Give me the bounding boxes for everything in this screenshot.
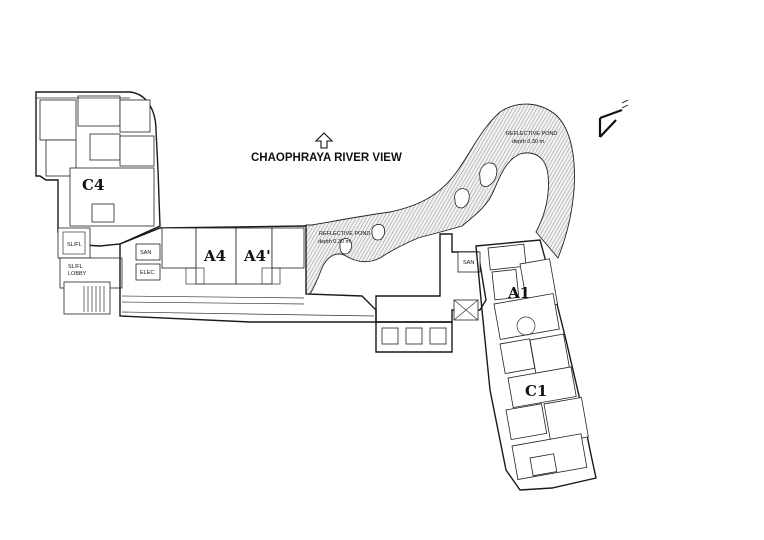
north-arrow-icon <box>598 108 623 138</box>
c1-room-4 <box>505 403 548 441</box>
sl-fl-lift <box>62 231 86 255</box>
view-arrow-icon <box>314 132 334 149</box>
c1-room-3 <box>507 366 577 409</box>
reflective-pond <box>305 103 575 295</box>
north-arrow-mark <box>621 99 629 109</box>
a4p-bath <box>261 267 281 285</box>
room-label-elec: ELEC <box>140 270 154 276</box>
stair-treads <box>83 286 105 312</box>
c4-room-8 <box>91 203 115 223</box>
c4-room-3 <box>119 99 151 133</box>
c1-room-1 <box>499 338 536 375</box>
c1-room-7 <box>529 453 558 477</box>
bay-box-3 <box>429 327 447 345</box>
bay-box-2 <box>405 327 423 345</box>
elec-room <box>135 263 161 281</box>
room-label-lobby-1: SL/FL <box>68 264 83 270</box>
right-lobby <box>375 233 487 323</box>
unit-label-a4: A4 <box>203 247 226 265</box>
block-c4 <box>35 91 161 247</box>
corridor-wing <box>119 225 377 323</box>
san-right-room <box>457 251 481 273</box>
room-label-lobby-2: LOBBY <box>68 271 87 277</box>
room-label-san-left: SAN <box>140 250 151 256</box>
pond-upper-name: REFLECTIVE POND <box>506 131 557 137</box>
a4-bath <box>185 267 205 285</box>
unit-a4-room <box>195 227 237 285</box>
pond-lower-depth: depth 0.30 m. <box>318 239 352 245</box>
san-left-room <box>135 243 161 261</box>
room-label-san-right: SAN <box>463 260 474 266</box>
pond-island-4 <box>339 238 353 255</box>
c4-room-5 <box>89 133 121 161</box>
bay-box-1 <box>381 327 399 345</box>
unit-label-c4: C4 <box>82 176 104 194</box>
pond-island-1 <box>479 162 498 187</box>
stair-spiral <box>516 316 536 336</box>
unit-a4p-room <box>235 227 273 285</box>
unit-a4p-right-room <box>271 227 305 269</box>
stair-core <box>63 281 111 315</box>
pond-island-3 <box>371 224 386 241</box>
unit-label-a4p: A4' <box>243 247 271 265</box>
river-view-label: CHAOPHRAYA RIVER VIEW <box>251 152 402 164</box>
c4-room-2 <box>77 95 121 127</box>
c4-room-6 <box>119 135 155 167</box>
room-label-sl-fl: SL/FL <box>67 242 82 248</box>
c1-room-2 <box>529 333 570 374</box>
a1-room-2 <box>491 269 520 301</box>
c4-room-1 <box>39 99 77 141</box>
unit-label-a1: A1 <box>507 284 530 302</box>
pond-lower-name: REFLECTIVE POND <box>319 231 370 237</box>
unit-a4-left-room <box>161 227 197 269</box>
pond-upper-depth: depth 0.30 m. <box>512 139 546 145</box>
unit-label-c1: C1 <box>525 382 547 400</box>
a1-room-1 <box>487 243 527 271</box>
pond-island-2 <box>454 188 470 209</box>
